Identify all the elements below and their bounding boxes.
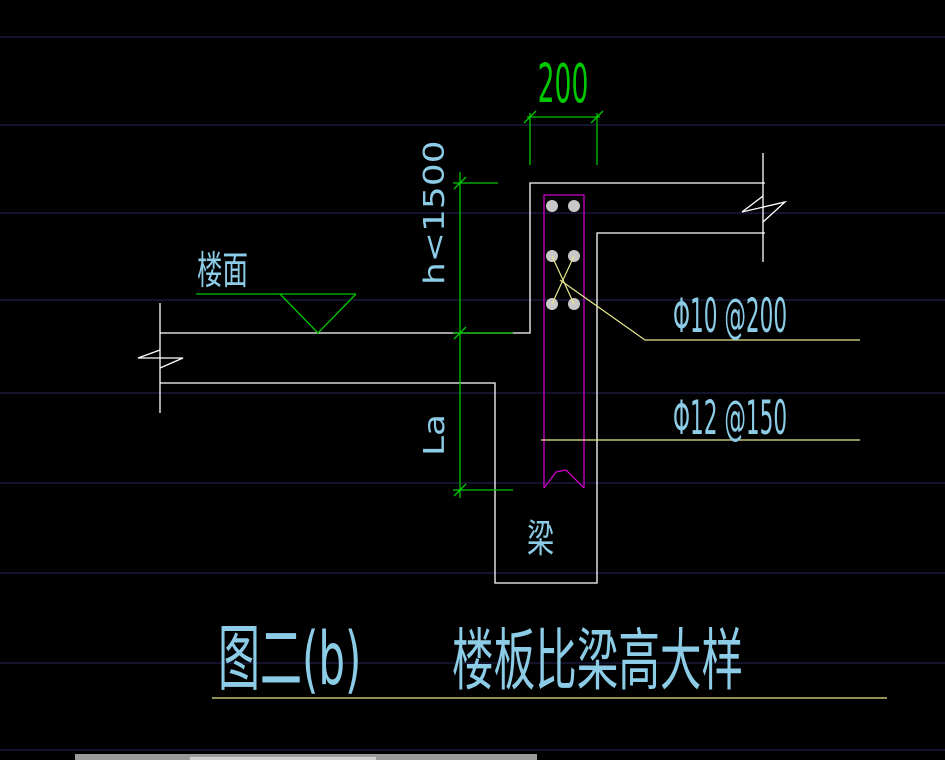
rebar-bars (546, 200, 580, 310)
rebar-leaders (212, 255, 887, 699)
rebar-stirrup-label: Φ10 @200 (673, 288, 787, 343)
scrollbar-thumb[interactable] (190, 757, 376, 760)
dimension-width-label: 200 (538, 53, 589, 115)
title-prefix: 图二(b) (218, 618, 361, 703)
dimension-lines (453, 110, 604, 498)
beam-label: 梁 (527, 516, 554, 561)
floor-label: 楼面 (197, 247, 248, 293)
dimension-anchor-label: La (417, 414, 451, 456)
dimension-height-label: h<1500 (417, 140, 451, 285)
floor-level-symbol (196, 293, 357, 334)
title-main: 楼板比梁高大样 (452, 623, 743, 701)
slab-beam-outline (137, 153, 788, 584)
background-grid (0, 36, 945, 751)
rebar-main-label: Φ12 @150 (673, 390, 787, 445)
stirrup (543, 194, 585, 489)
